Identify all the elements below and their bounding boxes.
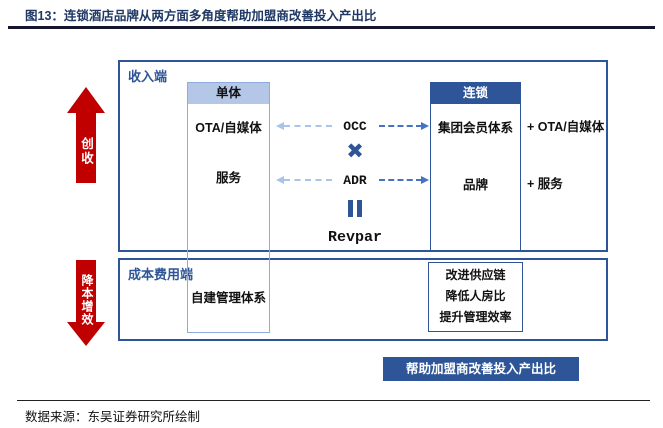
chain-plus-ota: + OTA/自媒体 [527, 120, 605, 134]
occ-arrow-left-icon [276, 122, 284, 130]
revenue-section-label: 收入端 [128, 69, 168, 84]
adr-label: ADR [343, 173, 367, 188]
adr-arrow-right-icon [421, 176, 429, 184]
occ-dash-left [284, 125, 332, 127]
adr-arrow-left-icon [276, 176, 284, 184]
occ-dash-right [379, 125, 422, 127]
footer-divider [17, 400, 650, 402]
standalone-column: 单体 OTA/自媒体 服务 自建管理体系 [187, 82, 270, 333]
chain-item-membership: 集团会员体系 [437, 121, 513, 135]
revenue-arrow-label: 创收 [79, 136, 93, 166]
occ-arrow-right-icon [421, 122, 429, 130]
cost-section-box: 成本费用端 [118, 258, 608, 341]
equals-icon [348, 200, 362, 217]
chain-column: 连锁 集团会员体系 品牌 [430, 82, 521, 252]
figure-title: 图13：连锁酒店品牌从两方面多角度帮助加盟商改善投入产出比 [25, 9, 377, 23]
revpar-label: Revpar [327, 229, 382, 246]
chain-column-header: 连锁 [431, 83, 520, 104]
standalone-column-header: 单体 [188, 83, 269, 104]
cost-section-label: 成本费用端 [128, 267, 194, 282]
revenue-up-arrow-icon [67, 87, 105, 183]
occ-label: OCC [343, 119, 367, 134]
chain-cost-item-efficiency: 提升管理效率 [439, 310, 512, 324]
source-note: 数据来源：东吴证券研究所绘制 [25, 410, 201, 424]
adr-dash-left [284, 179, 332, 181]
chain-cost-item-staffratio: 降低人房比 [445, 289, 506, 303]
standalone-item-selfbuilt: 自建管理体系 [190, 291, 266, 305]
adr-dash-right [379, 179, 422, 181]
standalone-item-service: 服务 [215, 171, 241, 185]
title-divider [8, 26, 655, 29]
multiply-icon: ✖ [346, 139, 364, 163]
chain-plus-service: + 服务 [527, 177, 563, 191]
cost-down-arrow-icon [67, 260, 105, 346]
chain-item-brand: 品牌 [462, 178, 488, 192]
chain-cost-box: 改进供应链 降低人房比 提升管理效率 [428, 262, 523, 332]
conclusion-banner: 帮助加盟商改善投入产出比 [383, 357, 579, 381]
revenue-section-box: 收入端 [118, 60, 608, 252]
standalone-item-ota: OTA/自媒体 [195, 121, 262, 135]
cost-arrow-label: 降本增效 [80, 274, 94, 326]
chain-cost-item-supply: 改进供应链 [445, 268, 506, 282]
